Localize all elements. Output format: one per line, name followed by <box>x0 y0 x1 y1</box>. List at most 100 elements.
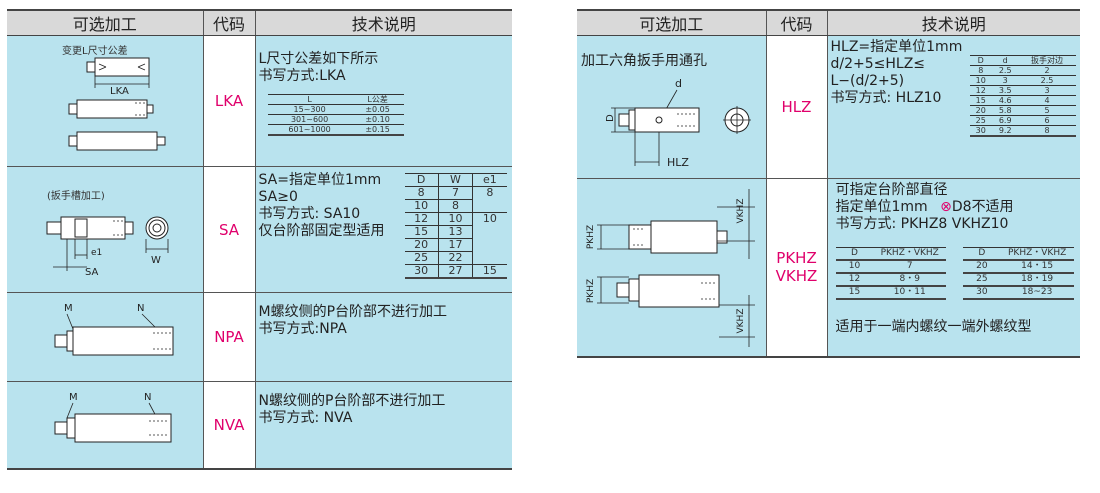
pkhz-cell: 10 <box>835 260 874 274</box>
row-lka: 变更L尺寸公差 LKA LKA <box>7 35 512 167</box>
sa-th-w: W <box>437 173 473 187</box>
left-options-table: 可选加工 代码 技术说明 变更L尺寸公差 LKA <box>7 9 512 470</box>
hlz-cell: 8 <box>969 65 992 76</box>
hlz-cell: 3 <box>1018 85 1076 96</box>
nva-label-n: N <box>144 392 151 403</box>
pkhz-cell: 14・15 <box>1000 260 1074 274</box>
sa-cell: 10 <box>437 212 473 226</box>
hlz-dim-d: d <box>675 77 682 90</box>
pkhz-desc-line-1: 可指定台阶部直径 <box>835 182 948 198</box>
nva-desc-line-2: 书写方式: NVA <box>258 410 353 426</box>
hlz-cell: 2.5 <box>991 65 1019 76</box>
sa-th-e1: e1 <box>472 173 507 187</box>
hlz-cell: 10 <box>969 75 992 86</box>
pkhz-cell: 7 <box>873 260 947 274</box>
lka-cell: ±0.15 <box>351 124 404 136</box>
right-options-table: 可选加工 代码 技术说明 加工六角扳手用通孔 d D <box>577 9 1080 358</box>
pkhz-dim-label-bottom: PKHZ <box>586 279 596 303</box>
pkhz-d8-note: D8不适用 <box>951 199 1014 215</box>
pkhz-drawing: PKHZ VKHZ PKHZ <box>586 189 755 347</box>
header-option: 可选加工 <box>577 9 767 36</box>
sa-drawing: e1 SA W <box>46 216 169 278</box>
header-option: 可选加工 <box>7 9 204 36</box>
row-hlz: 加工六角扳手用通孔 d D HLZ <box>577 35 1080 179</box>
hlz-desc-line-1: HLZ=指定单位1mm <box>830 39 963 55</box>
hlz-cell: 6.9 <box>991 115 1019 126</box>
hlz-cell: 15 <box>969 95 992 106</box>
hlz-dim-hlz: HLZ <box>667 156 689 169</box>
hlz-desc-line-2: d/2+5≤HLZ≤ <box>830 56 926 72</box>
vkhz-dim-label-top: VKHZ <box>736 199 746 224</box>
right-header-row: 可选加工 代码 技术说明 <box>577 9 1080 36</box>
header-code: 代码 <box>203 9 256 36</box>
sa-dim-e1: e1 <box>91 248 102 258</box>
lka-code: LKA <box>203 35 256 167</box>
row-sa: (扳手槽加工) e1 SA W <box>7 166 512 293</box>
lka-th-tol: L公差 <box>351 94 404 105</box>
pkhz-dim-label-top: PKHZ <box>586 225 596 249</box>
nva-label-m: M <box>69 392 78 403</box>
lka-cell: 301~600 <box>267 114 352 125</box>
hlz-cell: 2.5 <box>1018 75 1076 86</box>
hlz-dim-big-d: D <box>605 114 616 122</box>
nva-desc-line-1: N螺纹侧的P台阶部不进行加工 <box>258 393 446 409</box>
row-npa: M N NPA M螺纹侧的P台阶部不进行加工 书写方式:NPA <box>7 292 512 382</box>
pkhz-cell: 18~23 <box>1000 286 1074 300</box>
header-description: 技术说明 <box>827 9 1080 36</box>
sa-cell: 8 <box>472 186 507 213</box>
row-pkhz-vkhz: PKHZ VKHZ PKHZ <box>577 178 1080 358</box>
npa-label-n: N <box>137 303 144 314</box>
hlz-code: HLZ <box>766 35 828 179</box>
no-symbol-icon: ⊗ <box>940 199 952 215</box>
sa-illustration: (扳手槽加工) e1 SA W <box>7 166 204 293</box>
pkhz-th: PKHZ・VKHZ <box>1000 247 1074 261</box>
sa-desc-line-3: 书写方式: SA10 <box>258 206 361 222</box>
sa-cell: 13 <box>437 225 473 239</box>
sa-code: SA <box>203 166 256 293</box>
hlz-cell: 4 <box>1018 95 1076 106</box>
nva-description: N螺纹侧的P台阶部不进行加工 书写方式: NVA <box>255 381 512 470</box>
hlz-cell: 9.2 <box>991 125 1019 137</box>
sa-cell: 20 <box>404 238 439 252</box>
pkhz-unit-text: 指定单位1mm <box>835 199 928 215</box>
hlz-desc-line-3: L−(d/2+5) <box>830 73 905 89</box>
hlz-cell: 6 <box>1018 115 1076 126</box>
npa-desc-line-1: M螺纹侧的P台阶部不进行加工 <box>258 304 448 320</box>
pkhz-cell: 10・11 <box>873 286 947 300</box>
npa-illustration: M N <box>7 292 204 382</box>
left-header-row: 可选加工 代码 技术说明 <box>7 9 512 36</box>
hlz-illustration: 加工六角扳手用通孔 d D HLZ <box>577 35 767 179</box>
sa-cell: 17 <box>437 238 473 252</box>
vkhz-dim-label-bottom: VKHZ <box>736 309 746 334</box>
nva-illustration: M N <box>7 381 204 470</box>
pkhz-code: PKHZ <box>776 249 817 268</box>
pkhz-th: PKHZ・VKHZ <box>873 247 947 261</box>
npa-drawing: M N <box>54 303 174 356</box>
sa-cell: 7 <box>437 186 473 200</box>
pkhz-th: D <box>962 247 1001 261</box>
row-nva: M N NVA N螺纹侧的P台阶部不进行加工 书写方式: NVA <box>7 381 512 470</box>
pkhz-cell: 30 <box>962 286 1001 300</box>
sa-cell: 10 <box>472 212 507 265</box>
lka-cell: ±0.05 <box>351 104 404 115</box>
pkhz-illustration: PKHZ VKHZ PKHZ <box>577 178 767 358</box>
pkhz-desc-line-3: 书写方式: PKHZ8 VKHZ10 <box>835 216 1009 232</box>
sa-desc-line-2: SA≥0 <box>258 189 298 205</box>
hlz-cell: 5.8 <box>991 105 1019 116</box>
npa-desc-line-2: 书写方式:NPA <box>258 321 347 337</box>
sa-desc-line-1: SA=指定单位1mm <box>258 172 382 188</box>
pkhz-cell: 25 <box>962 273 1001 287</box>
lka-th-l: L <box>267 94 352 105</box>
sa-cell: 15 <box>472 264 507 279</box>
sa-description: SA=指定单位1mm SA≥0 书写方式: SA10 仅台阶部固定型适用 D W… <box>255 166 512 293</box>
vkhz-code: VKHZ <box>775 267 818 286</box>
lka-caption: 变更L尺寸公差 <box>62 46 128 57</box>
hlz-cell: 3.5 <box>991 85 1019 96</box>
header-description: 技术说明 <box>255 9 512 36</box>
hlz-caption: 加工六角扳手用通孔 <box>581 53 707 69</box>
lka-desc-line-1: L尺寸公差如下所示 <box>258 51 379 67</box>
hlz-drawing: d D HLZ <box>605 77 751 169</box>
hlz-cell: 5 <box>1018 105 1076 116</box>
